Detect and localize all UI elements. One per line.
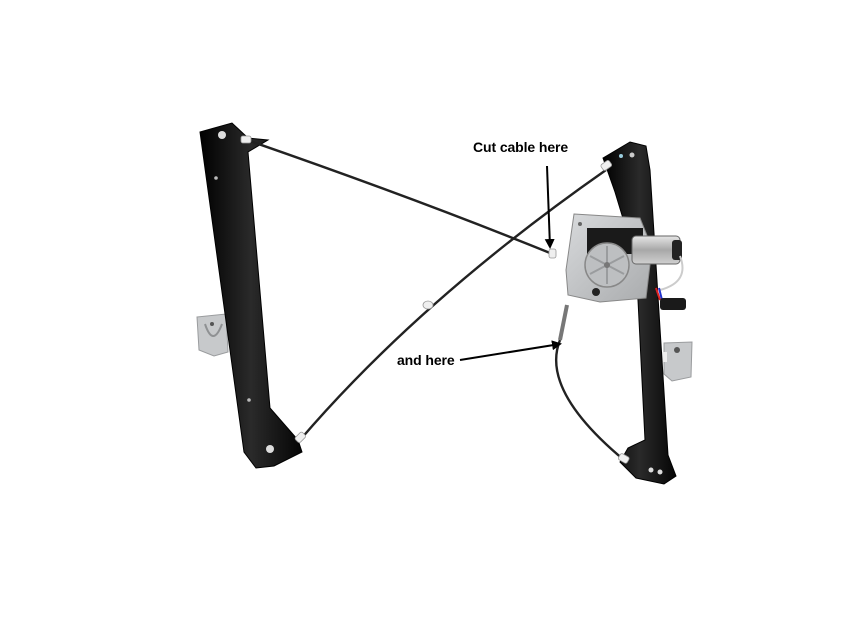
left-mounting-bracket [196, 313, 229, 357]
lower-cable [555, 339, 625, 461]
annotation-arrows [459, 165, 562, 361]
upper-cable [246, 138, 556, 257]
motor-assembly [565, 213, 686, 310]
cables [246, 138, 625, 461]
cut-cable-arrow [544, 165, 555, 249]
diagonal-cable [299, 169, 607, 441]
right-mounting-bracket [661, 341, 693, 382]
cut-cable-here-label: Cut cable here [473, 139, 569, 155]
left-rail [199, 122, 303, 469]
cable-pulleys [240, 135, 630, 464]
and-here-arrow [459, 340, 562, 361]
and-here-label: and here [397, 352, 455, 368]
right-rail [602, 141, 677, 485]
